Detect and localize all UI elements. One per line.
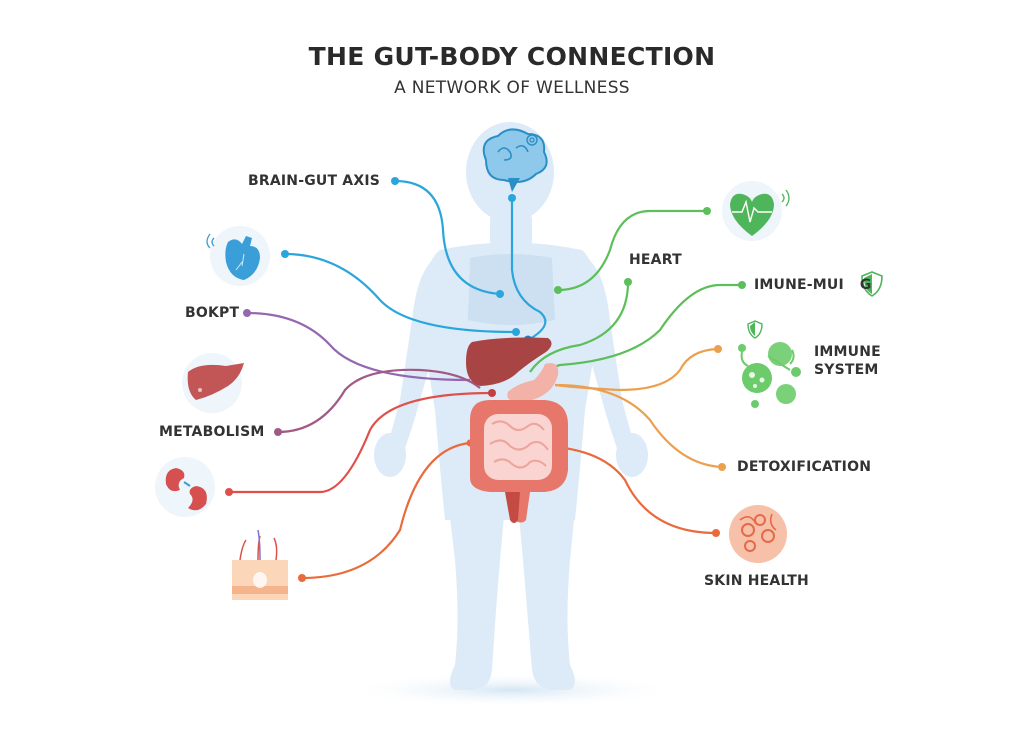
stomach-organ — [507, 363, 559, 402]
line-detoxification — [554, 383, 723, 469]
intestines-organ — [470, 400, 568, 523]
brain-icon — [482, 128, 548, 192]
label-metabolism: METABOLISM — [159, 424, 265, 440]
line-skin-follicle — [301, 441, 471, 580]
line-heart-label — [529, 281, 630, 373]
skin-cells-icon — [729, 505, 787, 563]
line-bokpt — [246, 311, 471, 382]
floor-shadow — [342, 672, 682, 708]
shield-icon — [861, 271, 883, 297]
immune-cells-icon — [738, 320, 801, 408]
connection-lines — [229, 179, 742, 580]
line-metabolism — [277, 368, 481, 434]
line-brain-gut-axis — [394, 179, 501, 296]
line-kidneys — [229, 391, 493, 494]
label-skin-health: SKIN HEALTH — [704, 573, 809, 589]
label-heart: HEART — [629, 252, 682, 268]
label-immune-system: IMMUNE SYSTEM — [814, 343, 881, 379]
label-bokpt: BOKPT — [185, 305, 240, 321]
heart-anatomical-icon — [206, 226, 270, 286]
label-imune-mung-tail: G — [859, 277, 872, 293]
diagram-title: THE GUT-BODY CONNECTION — [308, 42, 716, 71]
line-skin-health — [534, 444, 717, 535]
line-brain-spine — [510, 198, 547, 341]
line-heart — [557, 209, 707, 292]
label-imune-mung-text: IMUNE-MUI — [754, 277, 844, 293]
liver-organ — [466, 337, 552, 386]
label-detoxification: DETOXIFICATION — [737, 459, 872, 475]
kidneys-icon — [155, 457, 215, 517]
heart-rate-icon — [722, 181, 790, 241]
label-immune-system-line2: SYSTEM — [814, 362, 879, 378]
skin-follicle-icon — [232, 529, 288, 600]
liver-icon — [182, 353, 244, 413]
label-imune-mung: IMUNE-MUI G — [754, 277, 872, 293]
label-brain-gut-axis: BRAIN-GUT AXIS — [248, 173, 381, 189]
line-heart-anatomical — [284, 252, 517, 334]
diagram-subtitle: A NETWORK OF WELLNESS — [394, 78, 630, 98]
label-immune-system-line1: IMMUNE — [814, 344, 881, 360]
